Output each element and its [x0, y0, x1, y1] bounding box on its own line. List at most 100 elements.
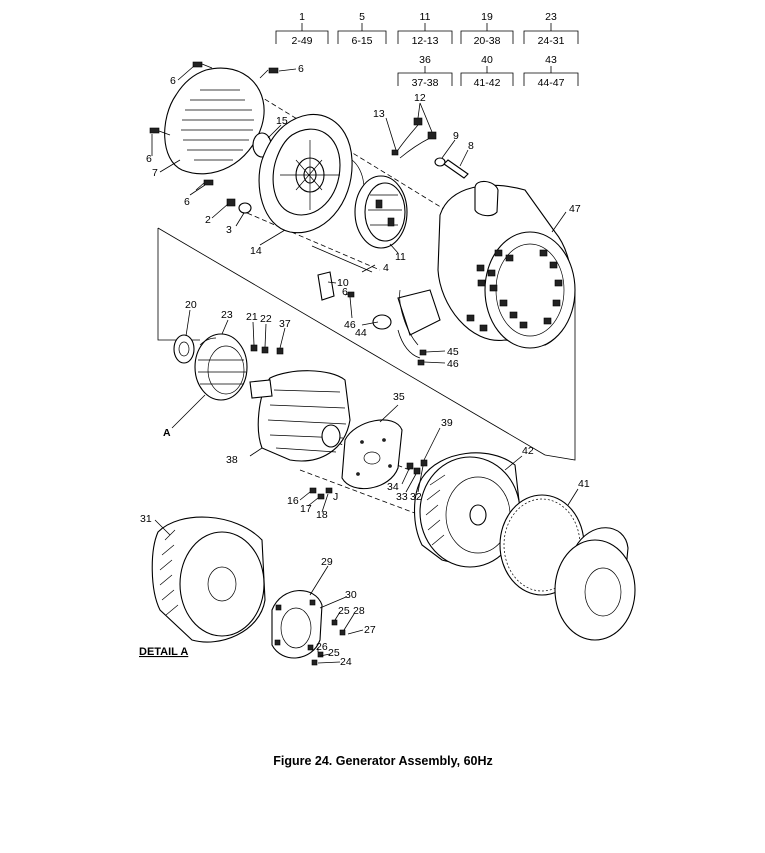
callout: 6 [170, 75, 176, 87]
callout: 44 [355, 327, 367, 339]
callout: A [163, 427, 171, 439]
callout: 8 [468, 140, 474, 152]
callout: 39 [441, 417, 453, 429]
index-range: 20-38 [474, 35, 501, 47]
index-item: 43 [545, 54, 557, 66]
detail-a-hub [271, 590, 323, 659]
screw-45-46 [417, 349, 427, 366]
callout-labels: 6 6 6 7 6 15 2 3 14 13 12 9 8 47 11 4 10… [140, 63, 590, 668]
index-item: 1 [299, 11, 305, 23]
callout: 12 [414, 92, 426, 104]
bolt-icon [149, 127, 171, 136]
index-entry-40: 40 41-42 [460, 54, 514, 89]
callout: 25 [328, 647, 340, 659]
detail-a-fan [151, 516, 266, 643]
detail-a-label: DETAIL A [139, 646, 188, 658]
callout: 23 [221, 309, 233, 321]
index-entry-36: 36 37-38 [397, 54, 453, 89]
callout: 33 [396, 491, 408, 503]
hardware-24-28 [311, 619, 346, 666]
index-range: 6-15 [351, 35, 372, 47]
fan-guard-cover [554, 527, 636, 641]
index-item: 5 [359, 11, 365, 23]
index-table: 1 2-49 5 6-15 11 12-13 19 20-38 23 24-31… [275, 11, 579, 89]
callout: 27 [364, 624, 376, 636]
callout: 3 [226, 224, 232, 236]
index-range: 37-38 [412, 77, 439, 89]
bolt-icon [259, 67, 279, 79]
callout: 22 [260, 313, 272, 325]
rotor [249, 370, 351, 462]
index-entry-23: 23 24-31 [523, 11, 579, 47]
index-item: 19 [481, 11, 493, 23]
drive-plate [341, 419, 403, 490]
end-cover-screen [164, 67, 265, 175]
callout: 47 [569, 203, 581, 215]
callout: 9 [453, 130, 459, 142]
index-item: 23 [545, 11, 557, 23]
callout: 10 [337, 277, 349, 289]
callout: 42 [522, 445, 534, 457]
callout: 34 [387, 481, 399, 493]
callout: 2 [205, 214, 211, 226]
index-entry-1: 1 2-49 [275, 11, 329, 47]
index-entry-5: 5 6-15 [337, 11, 387, 47]
bolt-icon [192, 61, 213, 69]
callout: 28 [353, 605, 365, 617]
bolt-icon [195, 179, 214, 191]
callout: 17 [300, 503, 312, 515]
callout: 38 [226, 454, 238, 466]
bearing-cap-23 [194, 333, 248, 401]
callout: 46 [447, 358, 459, 370]
exciter-stator [354, 175, 408, 249]
nut-washer [226, 198, 252, 214]
callout: 30 [345, 589, 357, 601]
bolt-6-group [149, 61, 279, 191]
callout: 45 [447, 346, 459, 358]
stator-housing [437, 180, 576, 349]
callout: 20 [185, 299, 197, 311]
terminal-board [317, 271, 355, 301]
index-item: 36 [419, 54, 431, 66]
callout: 7 [152, 167, 158, 179]
index-range: 2-49 [291, 35, 312, 47]
callout: 18 [316, 509, 328, 521]
callout: 24 [340, 656, 352, 668]
index-range: 41-42 [474, 77, 501, 89]
callout: 31 [140, 513, 152, 525]
wire-leads [391, 117, 437, 159]
callout: 14 [250, 245, 262, 257]
callout: 15 [276, 115, 288, 127]
callout: 41 [578, 478, 590, 490]
hardware-21-22-37 [250, 344, 284, 355]
index-range: 12-13 [412, 35, 439, 47]
hardware-16-17-18 [309, 487, 333, 500]
hardware-32-33-34 [406, 459, 428, 475]
fan-flywheel [414, 452, 521, 568]
callout: 32 [410, 491, 422, 503]
index-entry-43: 43 44-47 [523, 54, 579, 89]
callout: 37 [279, 318, 291, 330]
rectifier-bracket [372, 289, 441, 359]
index-entry-11: 11 12-13 [397, 11, 453, 47]
callout: 6 [298, 63, 304, 75]
callout: J [333, 491, 338, 503]
callout: 6 [342, 286, 348, 298]
callout: 6 [146, 153, 152, 165]
callout: 16 [287, 495, 299, 507]
callout: 11 [395, 251, 406, 263]
callout: 29 [321, 556, 333, 568]
callout: 4 [383, 262, 389, 274]
index-item: 40 [481, 54, 493, 66]
callout: 46 [344, 319, 356, 331]
callout: 6 [184, 196, 190, 208]
index-range: 44-47 [538, 77, 565, 89]
bearing-20 [173, 334, 195, 364]
index-entry-19: 19 20-38 [460, 11, 514, 47]
callout: 13 [373, 108, 385, 120]
leader-lines [151, 65, 579, 664]
callout: 21 [246, 311, 258, 323]
callout: 35 [393, 391, 405, 403]
